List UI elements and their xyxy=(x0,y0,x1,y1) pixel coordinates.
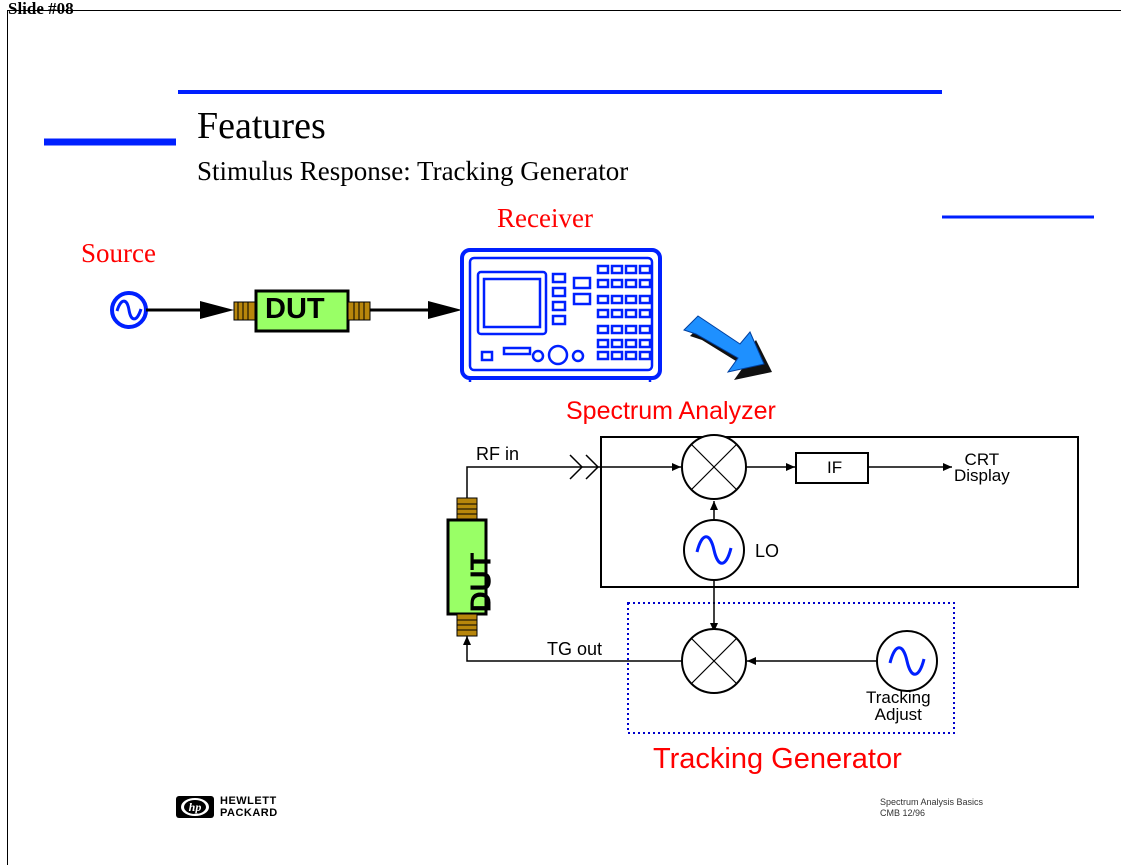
source-oscillator-icon xyxy=(110,291,148,329)
rf-in-line xyxy=(466,466,598,500)
receiver-instrument-icon xyxy=(460,248,662,382)
tracking-adjust-label: Tracking Adjust xyxy=(866,689,931,723)
brand-line2: PACKARD xyxy=(220,807,278,819)
dut-horizontal-label: DUT xyxy=(265,293,325,325)
mixer-1-icon xyxy=(681,434,747,500)
tracking-generator-box xyxy=(627,602,955,734)
tg-out-line xyxy=(463,636,682,662)
tracking-generator-title: Tracking Generator xyxy=(653,743,902,775)
rf-in-label: RF in xyxy=(476,444,520,464)
source-label: Source xyxy=(81,238,156,268)
crt-line1: CRT xyxy=(964,450,1000,469)
tracking-line2: Adjust xyxy=(874,705,922,724)
slide-label: Slide #08 xyxy=(8,0,74,18)
footer-note-line1: Spectrum Analysis Basics xyxy=(880,797,984,807)
tracking-line1: Tracking xyxy=(866,688,931,707)
lo-label: LO xyxy=(755,541,780,561)
footer-note-line2: CMB 12/96 xyxy=(880,808,926,818)
if-label: IF xyxy=(827,458,843,477)
spectrum-analyzer-box xyxy=(600,436,1079,588)
svg-text:hp: hp xyxy=(189,800,202,814)
crt-line2: Display xyxy=(954,466,1010,485)
crt-display-label: CRT Display xyxy=(954,450,1010,485)
hp-brand-text: HEWLETT PACKARD xyxy=(220,795,278,819)
slide-frame: Slide #08 xyxy=(7,0,1121,865)
brand-line1: HEWLETT xyxy=(220,795,277,807)
dut-vertical-label: DUT xyxy=(465,552,498,613)
spectrum-analyzer-title: Spectrum Analyzer xyxy=(566,397,776,425)
if-block xyxy=(795,452,869,484)
lo-oscillator-icon xyxy=(683,519,745,581)
receiver-arrowhead xyxy=(428,301,462,319)
source-arrowhead xyxy=(200,301,234,319)
transition-arrow-icon xyxy=(683,315,772,380)
tracking-adjust-oscillator-icon xyxy=(876,630,938,692)
dut-horizontal xyxy=(233,289,371,333)
receiver-label: Receiver xyxy=(497,203,593,233)
mixer-2-icon xyxy=(681,628,747,694)
hp-logo: hp xyxy=(176,796,214,818)
tg-out-label: TG out xyxy=(547,639,603,659)
dut-vertical xyxy=(446,497,488,637)
page-title: Features xyxy=(197,105,326,147)
footer-note: Spectrum Analysis Basics CMB 12/96 xyxy=(880,797,983,819)
page-subtitle: Stimulus Response: Tracking Generator xyxy=(197,156,629,186)
